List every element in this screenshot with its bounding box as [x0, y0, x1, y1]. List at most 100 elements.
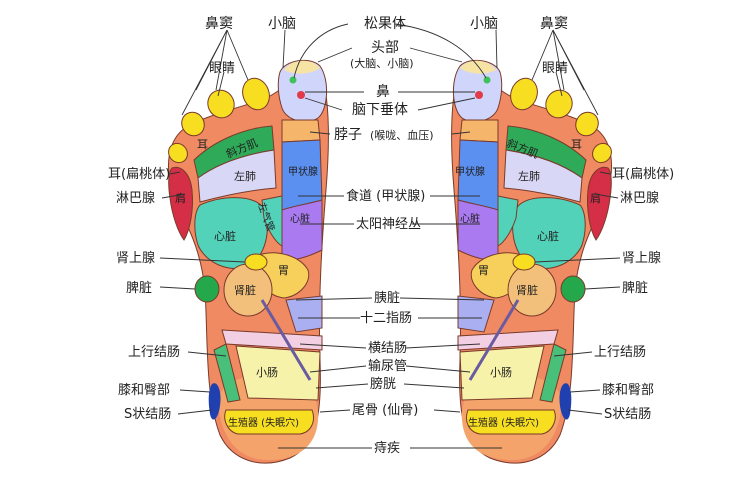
left-genital-region — [224, 409, 314, 435]
left-violet-region — [281, 199, 323, 261]
label-pancreas: 胰脏 — [374, 291, 400, 306]
leader-pancreas — [295, 297, 485, 301]
leader-sigmoid-l — [177, 409, 213, 415]
right-stomach-text: 胃 — [478, 264, 489, 277]
leader-knee-l — [179, 389, 211, 393]
label-transverse: 横结肠 — [368, 341, 407, 356]
leader-eye-r — [555, 71, 563, 97]
label-spleen-l: 脾脏 — [126, 281, 152, 296]
label-asc-colon-l: 上行结肠 — [128, 345, 180, 360]
right-ascending-colon — [539, 343, 567, 403]
left-neck-region — [281, 119, 321, 143]
left-spleen-region — [194, 275, 220, 303]
label-asc-colon-r: 上行结肠 — [594, 345, 646, 360]
label-pineal: 松果体 — [364, 16, 406, 32]
right-thyroid-text: 甲状腺 — [455, 165, 485, 178]
right-ear-text: 耳 — [571, 138, 582, 151]
label-adrenal-l: 肾上腺 — [116, 251, 155, 266]
right-pineal-dot — [483, 76, 491, 84]
left-heart-big-text: 心脏 — [214, 230, 236, 243]
leader-tonsil-l — [169, 171, 181, 175]
left-genital-text: 生殖器 (失眠穴) — [228, 416, 299, 429]
left-foot — [167, 59, 329, 464]
leader-knee-r — [569, 389, 601, 393]
leader-cerebellum-r — [495, 29, 498, 69]
label-solar: 太阳神经丛 — [356, 217, 421, 232]
leader-pineal — [293, 23, 487, 79]
right-heart-big-text: 心脏 — [537, 230, 559, 243]
label-nose: 鼻 — [376, 83, 390, 100]
label-esophagus: 食道 (甲状腺) — [346, 188, 425, 204]
left-thyroid-text: 甲状腺 — [288, 165, 318, 178]
leader-cerebellum-l — [282, 29, 286, 69]
right-transverse-colon — [457, 329, 559, 351]
right-ureter — [468, 299, 520, 381]
label-knee-r: 膝和臀部 — [602, 383, 654, 398]
label-tonsil-l: 耳(扁桃体) — [108, 167, 170, 182]
right-genital-region — [466, 409, 556, 435]
leader-spleen-l — [159, 286, 196, 290]
leader-lines — [159, 23, 621, 449]
label-spleen-r: 脾脏 — [622, 281, 648, 296]
leader-adrenal-r — [534, 257, 621, 263]
label-knee-l: 膝和臀部 — [118, 383, 170, 398]
leader-eye-l — [217, 71, 225, 97]
right-shoulder-text: 肩 — [590, 191, 601, 205]
label-eye-l: 眼睛 — [209, 61, 235, 76]
right-neck-region — [459, 119, 499, 143]
left-pituitary-dot — [297, 91, 305, 99]
right-toe-4 — [575, 111, 599, 137]
leader-ureter — [309, 365, 471, 373]
label-bladder: 膀胱 — [370, 376, 396, 392]
right-pituitary-dot — [475, 91, 483, 99]
leader-pituitary — [304, 97, 476, 111]
right-adrenal-gland — [512, 253, 536, 271]
left-shoulder-text: 肩 — [175, 191, 186, 205]
leader-sinus-l — [181, 29, 249, 116]
left-lung-region — [197, 149, 277, 203]
leader-sinus-r — [531, 29, 599, 116]
left-adrenal-gland — [244, 253, 268, 271]
leader-bladder — [315, 383, 465, 389]
right-shoulder-region — [587, 166, 612, 241]
label-sinus-l: 鼻窦 — [205, 15, 233, 32]
label-head-sub: (大脑、小脑) — [350, 56, 414, 70]
label-lymph-l: 淋巴腺 — [116, 191, 155, 206]
right-toe-2 — [510, 77, 538, 111]
left-toe-4 — [181, 111, 205, 137]
leader-lymph-l — [161, 193, 186, 199]
leader-adrenal-l — [159, 257, 246, 263]
right-foot — [451, 59, 613, 464]
left-stomach-text: 胃 — [278, 264, 289, 277]
label-duodenum: 十二指肠 — [360, 311, 412, 326]
left-intestine-text: 小肠 — [256, 366, 278, 379]
leader-spleen-r — [584, 286, 621, 290]
label-cerebellum-r: 小脑 — [470, 16, 498, 32]
label-ureter: 输尿管 — [368, 358, 407, 374]
leader-asc-colon-l — [187, 351, 227, 357]
left-lung-text: 左肺 — [234, 170, 256, 183]
right-intestine-text: 小肠 — [490, 366, 512, 379]
right-head-top — [460, 60, 496, 74]
left-toe-2 — [242, 77, 270, 111]
label-neck-sub: (喉咙、血压) — [370, 128, 434, 142]
left-kidney-text: 肾脏 — [234, 284, 256, 297]
left-toe-5 — [168, 142, 188, 164]
right-pancreas-region — [457, 295, 495, 333]
label-sinus-r: 鼻窦 — [540, 15, 568, 32]
leader-asc-colon-r — [553, 351, 593, 357]
label-sigmoid-r: S状结肠 — [604, 407, 651, 422]
left-shoulder-region — [168, 166, 193, 241]
right-heart-small-text: 心脏 — [460, 212, 480, 225]
label-sigmoid-l: S状结肠 — [124, 407, 171, 422]
right-head-region — [453, 59, 503, 123]
label-lymph-r: 淋巴腺 — [620, 191, 659, 206]
label-coccyx: 尾骨 (仙骨) — [352, 403, 418, 418]
label-head: 头部 — [371, 40, 399, 56]
right-genital-text: 生殖器 (失眠穴) — [468, 416, 539, 429]
label-eye-r: 眼睛 — [542, 61, 568, 76]
leader-coccyx — [319, 409, 461, 413]
label-cerebellum-l: 小脑 — [268, 16, 296, 32]
label-adrenal-r: 肾上腺 — [622, 251, 661, 266]
